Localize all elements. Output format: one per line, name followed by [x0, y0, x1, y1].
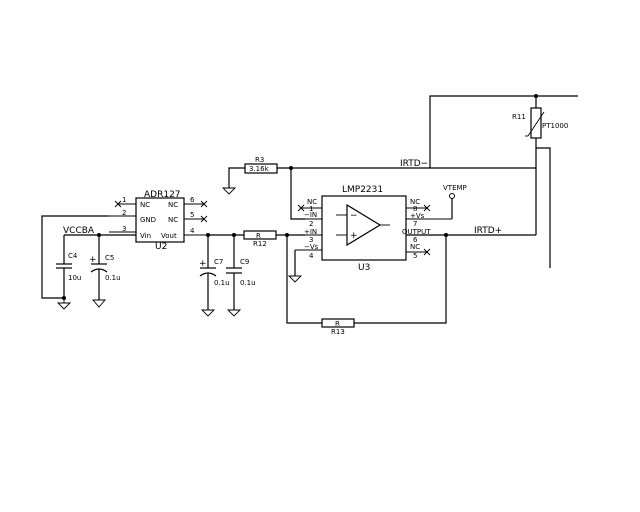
- u3-nc-tr-label: NC: [410, 198, 420, 206]
- resistor-r13[interactable]: R R13: [321, 318, 355, 336]
- ground-symbol-c5: [92, 299, 106, 308]
- r12-ref: R12: [253, 240, 267, 248]
- capacitor-c4[interactable]: C4 10u: [56, 235, 81, 300]
- r11-value: PT1000: [542, 122, 568, 130]
- u2-pin2-number: 2: [122, 209, 126, 217]
- resistor-r3[interactable]: 3.16k R3: [244, 156, 278, 174]
- ground-symbol-c4: [56, 300, 72, 310]
- irtd-plus-net-label: IRTD+: [474, 226, 502, 236]
- r3-ground-wire: [228, 167, 245, 188]
- u2-part-label: ADR127: [144, 190, 181, 200]
- ground-symbol-c7: [200, 309, 216, 317]
- ground-symbol-r3: [221, 187, 237, 195]
- u2-ref-label: U2: [155, 242, 167, 252]
- u2-pin6-number: 6: [190, 196, 195, 204]
- u2-nc-marker: [114, 200, 208, 223]
- c5-value: 0.1u: [105, 274, 121, 282]
- gnd-net-wire: [41, 215, 109, 299]
- c7-value: 0.1u: [214, 279, 230, 287]
- u3-pin5-number: 5: [413, 252, 417, 260]
- vccba-net-label: VCCBA: [63, 226, 95, 236]
- u2-pin3-number: 3: [122, 225, 126, 233]
- u3-body: [321, 195, 407, 261]
- u2-adr127[interactable]: ADR127 U2 1 2 3 6 5 4 NC GND Vin NC NC V…: [109, 190, 208, 252]
- c5-plus-sign: +: [89, 255, 97, 265]
- c9-ref: C9: [240, 258, 249, 266]
- c5-ref: C5: [105, 254, 114, 262]
- u2-pin5-number: 5: [190, 211, 194, 219]
- inm-net-wire: [290, 168, 305, 220]
- r3-value: 3.16k: [249, 165, 270, 173]
- ground-symbol-u3: [287, 275, 303, 283]
- u3-nc-br-label: NC: [410, 243, 420, 251]
- u2-body: [135, 197, 185, 243]
- u2-gnd-label: GND: [140, 216, 156, 224]
- u2-pin4-number: 4: [190, 227, 195, 235]
- r3-ref: R3: [255, 156, 264, 164]
- u3-nc-tl-label: NC: [307, 198, 317, 206]
- u3-inm-label: −IN: [304, 211, 317, 219]
- u3-pin2-number: 2: [309, 220, 313, 228]
- vtemp-net-label: VTEMP: [443, 184, 467, 192]
- u3-pin6-number: 6: [413, 236, 418, 244]
- u2-nc-left-label: NC: [140, 201, 150, 209]
- feedback-wire-left: [286, 235, 322, 324]
- feedback-wire-right: [354, 235, 447, 324]
- c9-value: 0.1u: [240, 279, 256, 287]
- u2-nc-right1-label: NC: [168, 201, 178, 209]
- capacitor-c9[interactable]: C9 0.1u: [226, 235, 256, 310]
- ground-symbol-c9: [226, 309, 242, 317]
- u3-opamp-triangle: [346, 203, 382, 247]
- c4-ref: C4: [68, 252, 78, 260]
- u2-vout-label: Vout: [161, 232, 177, 240]
- u3-minus-sign: −: [350, 211, 358, 221]
- r11-ref: R11: [512, 113, 526, 121]
- c7-plus-sign: +: [199, 259, 207, 269]
- u3-pin8-number: 8: [413, 205, 417, 213]
- capacitor-c5[interactable]: + C5 0.1u: [89, 235, 121, 300]
- rtd-r11[interactable]: R11 PT1000: [512, 107, 568, 139]
- u2-nc-right2-label: NC: [168, 216, 178, 224]
- resistor-r12[interactable]: R R12: [243, 230, 277, 248]
- c4-value: 10u: [68, 274, 81, 282]
- top-net-wire: [429, 95, 578, 168]
- rtd-sense-wire: [536, 147, 551, 268]
- vtemp-terminal[interactable]: [449, 193, 455, 199]
- u3-nc-marker: [297, 204, 431, 256]
- capacitor-c7[interactable]: + C7 0.1u: [199, 235, 230, 310]
- u3-output-label: OUTPUT: [402, 228, 431, 236]
- u2-vin-label: Vin: [140, 232, 151, 240]
- u3-pin4-number: 4: [309, 252, 314, 260]
- u3-pin3-number: 3: [309, 236, 313, 244]
- u3-lmp2231[interactable]: LMP2231 U3 − + NC 1 −IN 2 +IN 3 −Vs 4 NC…: [295, 185, 452, 273]
- u3-inp-label: +IN: [304, 228, 317, 236]
- irtd-minus-net-label: IRTD−: [400, 159, 428, 169]
- u3-vsp-label: +Vs: [410, 212, 425, 220]
- u3-pin7-number: 7: [413, 220, 417, 228]
- r13-ref: R13: [331, 328, 345, 336]
- c7-ref: C7: [214, 258, 223, 266]
- u3-pin1-number: 1: [309, 205, 313, 213]
- r13-value: R: [335, 320, 340, 328]
- u3-ref-label: U3: [358, 263, 370, 273]
- u3-part-label: LMP2231: [342, 185, 383, 195]
- u3-plus-sign: +: [350, 231, 358, 241]
- u3-vsm-label: −Vs: [304, 243, 319, 251]
- u2-pin1-number: 1: [122, 196, 126, 204]
- r12-value: R: [256, 232, 261, 240]
